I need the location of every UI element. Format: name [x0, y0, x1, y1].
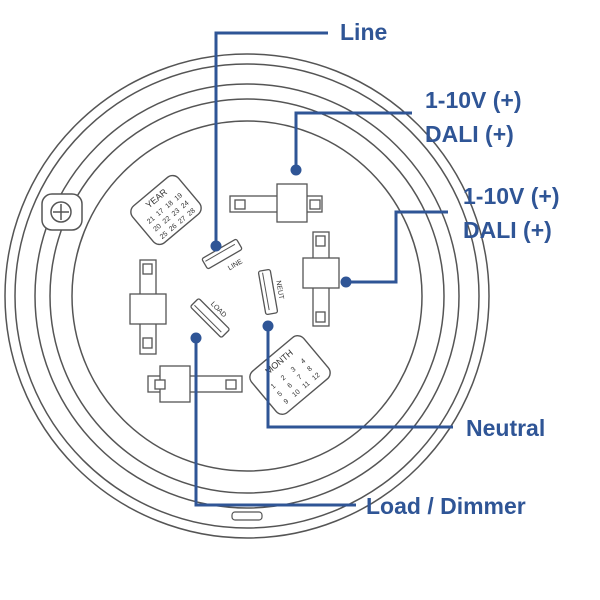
- mounting-screw: [41, 193, 83, 231]
- leader-dim-right: [346, 210, 448, 284]
- neut-terminal: NEUT: [257, 268, 285, 316]
- dial-number: 1: [270, 383, 278, 391]
- dial-number: 21: [146, 215, 157, 225]
- middle-ring: [34, 83, 460, 509]
- dial-number: 2: [280, 374, 288, 382]
- dial-number: 26: [168, 223, 179, 233]
- dial-number: 7: [296, 374, 304, 382]
- leader-dots: [190, 164, 352, 344]
- line-terminal: LINE: [201, 238, 244, 272]
- dial-number: 5: [276, 390, 284, 398]
- fixture-housing: [4, 53, 490, 539]
- terminal-top: [229, 183, 323, 223]
- dot-dim-top: [290, 164, 302, 176]
- dial-number: 6: [286, 382, 294, 390]
- dot-dim-right: [340, 276, 352, 288]
- dial-number: 12: [311, 372, 322, 382]
- neut-terminal-label: NEUT: [274, 280, 284, 301]
- dial-number: 19: [174, 192, 185, 202]
- dial-number: 27: [177, 215, 188, 225]
- callout-dali-top: DALI (+): [425, 121, 514, 147]
- dial-number: 3: [290, 366, 298, 374]
- base-plate: [71, 120, 423, 472]
- leader-lines: [194, 31, 453, 507]
- dial-number: 20: [152, 223, 163, 233]
- dial-number: 10: [291, 388, 302, 398]
- dot-line: [210, 240, 222, 252]
- dial-number: 11: [301, 380, 311, 390]
- callout-dim-top: 1-10V (+): [425, 87, 522, 113]
- terminal-right: [302, 231, 340, 327]
- callout-dim-right: 1-10V (+): [463, 183, 560, 209]
- callout-load: Load / Dimmer: [366, 493, 526, 519]
- dial-number: 4: [300, 358, 308, 366]
- dial-number: 9: [283, 398, 291, 406]
- dial-number: 8: [306, 365, 314, 373]
- leader-neutral: [266, 326, 453, 429]
- inner-ring: [49, 98, 445, 494]
- dial-number: 18: [164, 200, 175, 210]
- outer-rim-inner: [14, 63, 480, 529]
- callout-dali-right: DALI (+): [463, 217, 552, 243]
- dot-load: [190, 332, 202, 344]
- dial-number: 22: [162, 215, 173, 225]
- leader-line: [214, 31, 328, 246]
- leader-load: [194, 338, 356, 507]
- dial-number: 25: [159, 230, 170, 240]
- bottom-tab: [231, 511, 263, 521]
- terminal-left: [129, 259, 167, 355]
- dial-number: 23: [171, 207, 182, 217]
- outer-rim: [4, 53, 490, 539]
- callout-line: Line: [340, 19, 387, 45]
- callout-labels: Line 1-10V (+) DALI (+) 1-10V (+) DALI (…: [340, 19, 560, 519]
- callout-neutral: Neutral: [466, 415, 545, 441]
- load-terminal: LOAD: [190, 298, 230, 338]
- dial-number: 24: [180, 200, 191, 210]
- dot-neutral: [262, 320, 274, 332]
- dial-number: 28: [186, 207, 197, 217]
- line-terminal-label: LINE: [227, 258, 244, 272]
- dial-number: 17: [155, 207, 166, 217]
- leader-dim-top: [294, 111, 412, 170]
